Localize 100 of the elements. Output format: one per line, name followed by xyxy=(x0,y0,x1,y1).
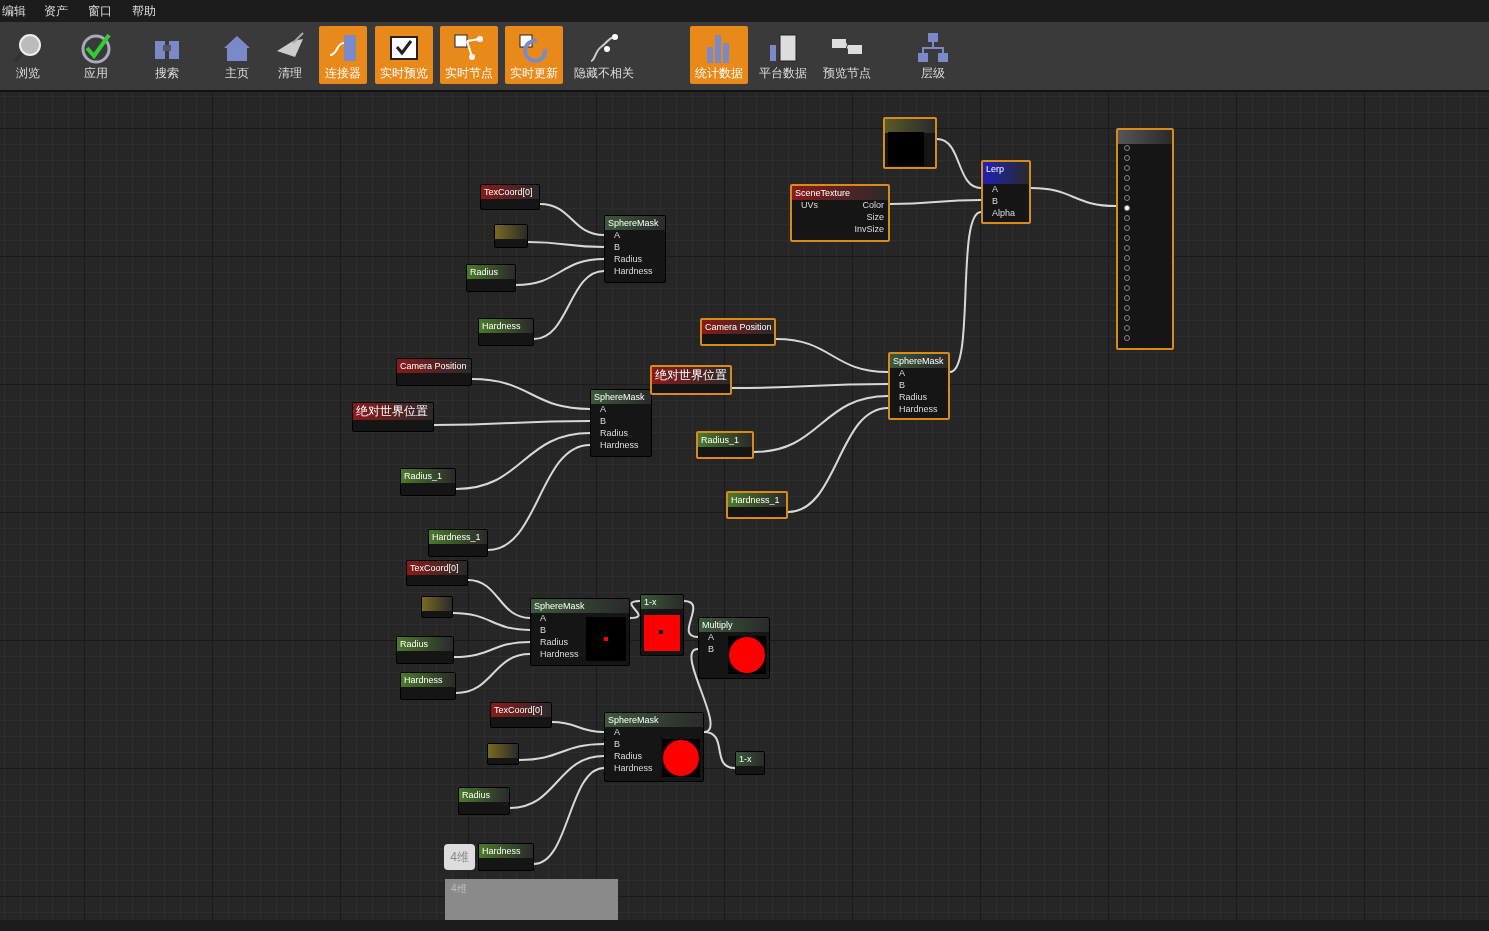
node-title: Hardness xyxy=(482,845,521,858)
pin-label: B xyxy=(614,241,620,253)
node-title: Hardness xyxy=(482,320,521,333)
wire xyxy=(518,743,605,761)
pin-label: A xyxy=(708,631,714,643)
wire xyxy=(452,612,531,631)
pin-label: B xyxy=(708,643,714,655)
material-node xyxy=(530,598,630,666)
wire xyxy=(753,395,889,453)
wire xyxy=(455,653,531,694)
node-title: SphereMask xyxy=(534,600,585,613)
node-title: Radius_1 xyxy=(701,434,740,447)
material-node xyxy=(487,743,519,765)
wire xyxy=(889,199,982,205)
toolbar-button: 应用 xyxy=(72,26,120,84)
pin-label: Hardness xyxy=(614,265,653,277)
pin-label: B xyxy=(992,195,998,207)
wire xyxy=(471,378,591,410)
material-node xyxy=(696,431,754,459)
toolbar-button: 连接器 xyxy=(319,26,367,84)
node-title: Multiply xyxy=(702,619,733,632)
pin-label: B xyxy=(899,379,905,391)
pin-label: Hardness xyxy=(614,762,653,774)
wire xyxy=(539,203,605,236)
node-title: Camera Position xyxy=(705,321,772,334)
material-node xyxy=(480,184,540,210)
material-node xyxy=(478,318,534,346)
material-node xyxy=(396,636,454,664)
wire xyxy=(703,731,736,769)
node-title: Radius_1 xyxy=(404,470,443,483)
node-title: Radius xyxy=(462,789,490,802)
material-node xyxy=(883,117,937,169)
node-title: TexCoord[0] xyxy=(494,704,543,717)
material-node xyxy=(458,787,510,815)
tooltip-bubble: 4维 xyxy=(444,844,475,870)
pin-label: InvSize xyxy=(854,223,884,235)
material-node xyxy=(981,160,1031,224)
node-title: SphereMask xyxy=(594,391,645,404)
wire xyxy=(690,648,712,733)
node-title: TexCoord[0] xyxy=(484,186,533,199)
wire xyxy=(533,767,605,865)
node-title: SphereMask xyxy=(608,217,659,230)
material-node xyxy=(640,594,684,656)
material-node xyxy=(700,318,776,346)
wire xyxy=(433,420,591,426)
node-title: Camera Position xyxy=(400,360,467,373)
pin-label: Radius xyxy=(600,427,628,439)
toolbar-button: 隐藏不相关 xyxy=(570,26,638,84)
material-node xyxy=(400,672,456,700)
material-node xyxy=(590,389,652,457)
material-node xyxy=(726,491,788,519)
pin-label: B xyxy=(600,415,606,427)
pin-label: Hardness xyxy=(600,439,639,451)
wire xyxy=(527,241,605,248)
node-title: TexCoord[0] xyxy=(410,562,459,575)
material-node xyxy=(406,560,468,586)
pin-label: Radius xyxy=(614,750,642,762)
menu-item: 资产 xyxy=(44,3,68,20)
material-node xyxy=(888,352,950,420)
toolbar-button: 实时预览 xyxy=(375,26,433,84)
toolbar-button: 层级 xyxy=(905,26,961,84)
pin-label: A xyxy=(614,229,620,241)
material-node xyxy=(650,365,732,395)
pin-label: Hardness xyxy=(899,403,938,415)
wire xyxy=(533,270,605,340)
wire xyxy=(509,755,605,809)
node-title: Hardness xyxy=(404,674,443,687)
node-title: Radius xyxy=(470,266,498,279)
material-node xyxy=(494,224,528,248)
pin-label: Radius xyxy=(540,636,568,648)
wire xyxy=(949,211,982,373)
material-node xyxy=(396,358,472,386)
node-title: 绝对世界位置 xyxy=(356,403,428,420)
pin-label: A xyxy=(992,183,998,195)
material-node xyxy=(352,402,434,432)
node-title: Hardness_1 xyxy=(432,531,481,544)
material-node xyxy=(790,184,890,242)
menu-item: 窗口 xyxy=(88,3,112,20)
wire xyxy=(487,444,591,551)
wire xyxy=(455,432,591,490)
node-title: SphereMask xyxy=(893,355,944,368)
material-node xyxy=(428,529,488,557)
pin-label: Radius xyxy=(614,253,642,265)
material-node xyxy=(604,712,704,782)
pin-label: A xyxy=(614,726,620,738)
pin-label: A xyxy=(540,612,546,624)
toolbar-button: 主页 xyxy=(212,26,262,84)
pin-label: Hardness xyxy=(540,648,579,660)
wire xyxy=(551,721,605,733)
toolbar-button: 实时更新 xyxy=(505,26,563,84)
wire xyxy=(936,138,982,189)
pin-label: Color xyxy=(862,199,884,211)
toolbar-button: 清理 xyxy=(266,26,314,84)
pin-label: A xyxy=(600,403,606,415)
node-title: SceneTexture xyxy=(795,187,851,200)
node-title: 1-x xyxy=(739,753,752,766)
node-title: 绝对世界位置 xyxy=(655,367,727,384)
wire xyxy=(787,407,889,513)
wire xyxy=(683,600,699,638)
pin-label: Size xyxy=(866,211,884,223)
